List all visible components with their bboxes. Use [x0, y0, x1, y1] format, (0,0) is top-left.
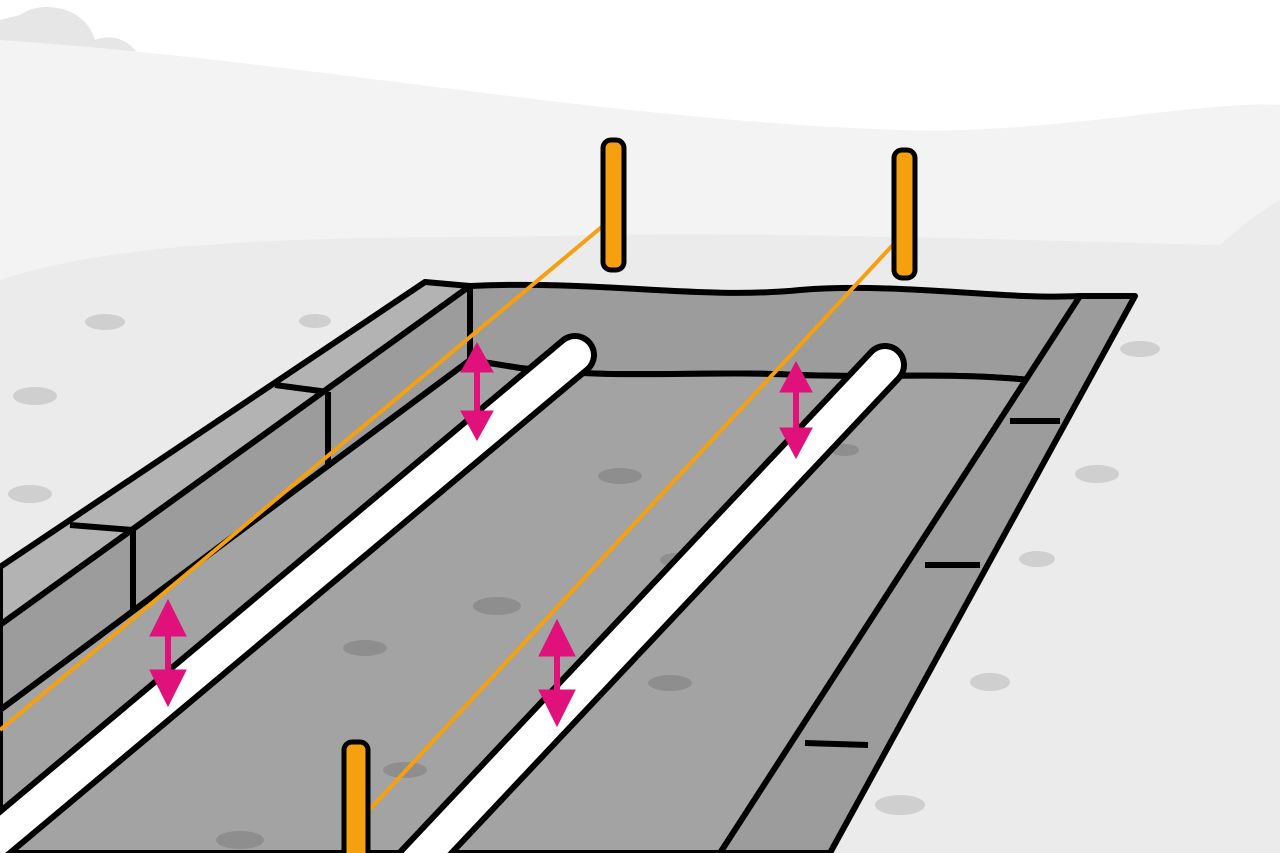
ground-stones: [8, 314, 1160, 815]
pipe-right: [395, 343, 907, 853]
stake-back-right: [891, 147, 918, 281]
depth-arrows: [149, 341, 813, 728]
stakes: [341, 137, 918, 853]
pipe-left: [0, 333, 597, 853]
double-arrow-icon: [460, 341, 494, 442]
stake-front: [341, 739, 371, 853]
stake-back-left: [600, 137, 627, 273]
string-lines: [0, 218, 904, 822]
double-arrow-icon: [149, 598, 187, 708]
double-arrow-icon: [779, 360, 813, 460]
right-curb-wall: [717, 293, 1138, 853]
double-arrow-icon: [538, 618, 576, 728]
floor-stones: [216, 444, 859, 849]
